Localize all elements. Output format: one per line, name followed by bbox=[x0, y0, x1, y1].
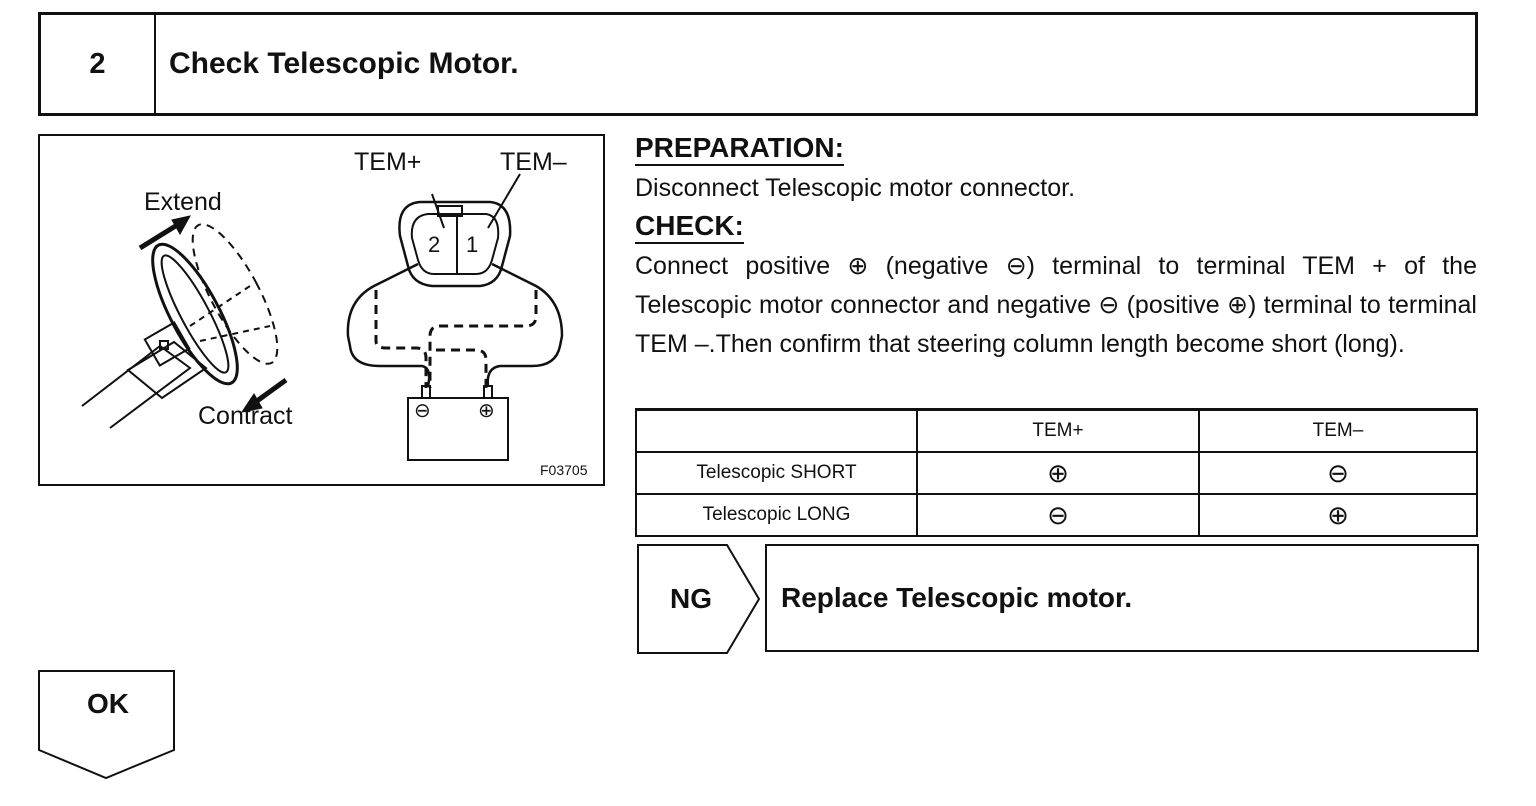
ng-label: NG bbox=[670, 583, 712, 614]
table-header-cell bbox=[635, 408, 918, 453]
tem-plus-value: ⊕ bbox=[916, 451, 1200, 495]
battery-negative-icon: ⊖ bbox=[414, 400, 431, 422]
preparation-text: Disconnect Telescopic motor connector. bbox=[635, 174, 1076, 202]
ng-tab: NG bbox=[637, 544, 761, 654]
ng-action: Replace Telescopic motor. bbox=[765, 544, 1479, 652]
step-number: 2 bbox=[41, 15, 156, 113]
result-table: TEM+ TEM– Telescopic SHORT ⊕ ⊖ Telescopi… bbox=[635, 408, 1478, 537]
ok-tab: OK bbox=[38, 670, 178, 780]
row-label: Telescopic LONG bbox=[635, 493, 918, 537]
ok-label: OK bbox=[87, 688, 129, 719]
tem-minus-label: TEM– bbox=[500, 148, 567, 176]
figure-code: F03705 bbox=[540, 462, 588, 478]
table-header-cell: TEM– bbox=[1198, 408, 1478, 453]
step-header: 2 Check Telescopic Motor. bbox=[38, 12, 1478, 116]
row-label: Telescopic SHORT bbox=[635, 451, 918, 495]
preparation-heading: PREPARATION: bbox=[635, 132, 844, 166]
table-row: Telescopic SHORT ⊕ ⊖ bbox=[635, 451, 1478, 495]
ok-arrow-shape bbox=[38, 670, 175, 780]
step-title: Check Telescopic Motor. bbox=[169, 47, 519, 80]
tem-plus-label: TEM+ bbox=[354, 148, 422, 176]
pin-2-label: 2 bbox=[428, 232, 441, 257]
extend-label: Extend bbox=[144, 188, 222, 216]
tem-plus-value: ⊖ bbox=[916, 493, 1200, 537]
contract-label: Contract bbox=[198, 402, 293, 430]
steering-and-connector-drawing bbox=[81, 173, 564, 461]
pin-1-label: 1 bbox=[466, 232, 479, 257]
table-row: Telescopic LONG ⊖ ⊕ bbox=[635, 493, 1478, 537]
check-text: Connect positive ⊕ (negative ⊖) terminal… bbox=[635, 252, 1477, 358]
table-header-row: TEM+ TEM– bbox=[635, 408, 1478, 453]
instructions: PREPARATION: Disconnect Telescopic motor… bbox=[635, 130, 1477, 364]
ng-arrow-shape bbox=[637, 544, 761, 654]
wiring-illustration: TEM+ TEM– Extend Contract 2 1 ⊖ ⊕ F03705 bbox=[38, 134, 605, 486]
tem-minus-value: ⊖ bbox=[1198, 451, 1478, 495]
table-header-cell: TEM+ bbox=[916, 408, 1200, 453]
check-heading: CHECK: bbox=[635, 210, 744, 244]
tem-minus-value: ⊕ bbox=[1198, 493, 1478, 537]
battery-positive-icon: ⊕ bbox=[478, 400, 495, 422]
